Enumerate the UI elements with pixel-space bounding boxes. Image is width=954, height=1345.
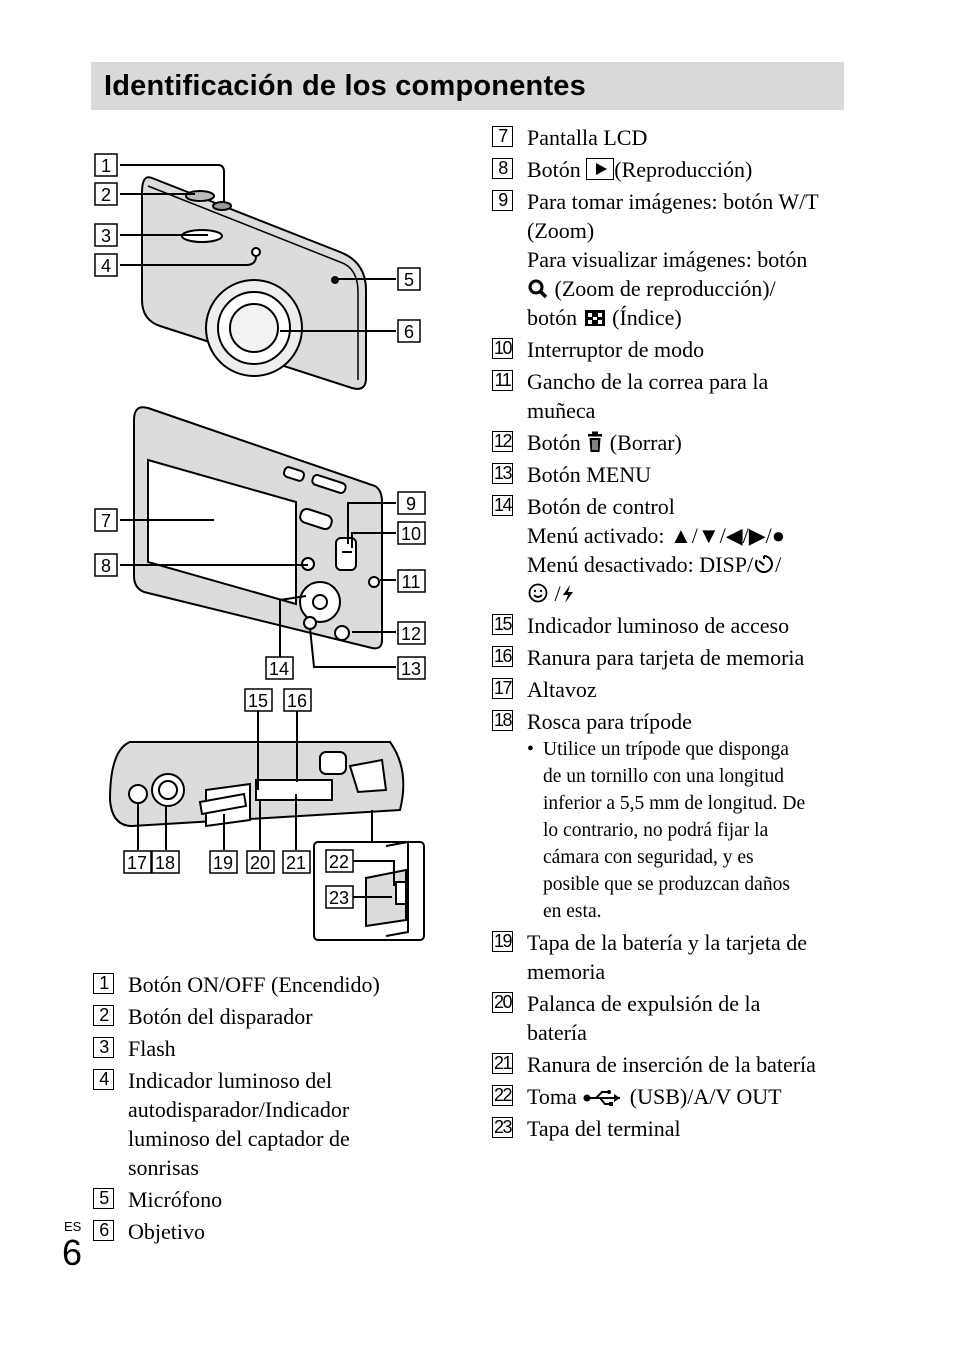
- callout-14: 14: [269, 659, 289, 679]
- camera-illustration: 1 2 3 4 5 6 7 8 9 10 11 12 13 14 15 16 1…: [90, 130, 435, 950]
- camera-front-view: [142, 177, 366, 389]
- callout-18: 18: [155, 853, 175, 873]
- callout-8: 8: [101, 556, 111, 576]
- callout-9: 9: [406, 494, 416, 514]
- play-icon: [586, 158, 614, 180]
- self-timer-icon: [753, 553, 775, 575]
- smile-icon: [527, 582, 549, 604]
- callout-13: 13: [401, 659, 421, 679]
- callout-12: 12: [401, 624, 421, 644]
- index-grid-icon: [583, 308, 607, 328]
- usb-icon: [582, 1089, 624, 1107]
- callout-23: 23: [329, 888, 349, 908]
- callout-19: 19: [213, 853, 233, 873]
- callout-10: 10: [401, 524, 421, 544]
- camera-diagram: 1 2 3 4 5 6 7 8 9 10 11 12 13 14 15 16 1…: [90, 130, 435, 950]
- trash-icon: [586, 431, 604, 453]
- flash-icon: [561, 584, 575, 604]
- title-bar: Identificación de los componentes: [91, 62, 844, 110]
- callout-2: 2: [101, 185, 111, 205]
- callout-3: 3: [101, 226, 111, 246]
- magnifier-icon: [527, 279, 549, 299]
- list-item: 9 Para tomar imágenes: botón W/T(Zoom)Pa…: [490, 187, 850, 332]
- callout-22: 22: [329, 852, 349, 872]
- callout-16: 16: [287, 691, 307, 711]
- callout-15: 15: [248, 691, 268, 711]
- callout-17: 17: [127, 853, 147, 873]
- page-title: Identificación de los componentes: [104, 66, 586, 106]
- callout-11: 11: [402, 572, 421, 592]
- callout-21: 21: [286, 853, 306, 873]
- page-number: 6: [62, 1233, 82, 1273]
- callout-7: 7: [101, 511, 111, 531]
- callout-1: 1: [101, 156, 111, 176]
- camera-back-view: [134, 407, 382, 648]
- callout-20: 20: [250, 853, 270, 873]
- callout-5: 5: [404, 270, 414, 290]
- camera-bottom-view: [110, 742, 403, 826]
- callout-4: 4: [101, 256, 111, 276]
- callout-6: 6: [404, 322, 414, 342]
